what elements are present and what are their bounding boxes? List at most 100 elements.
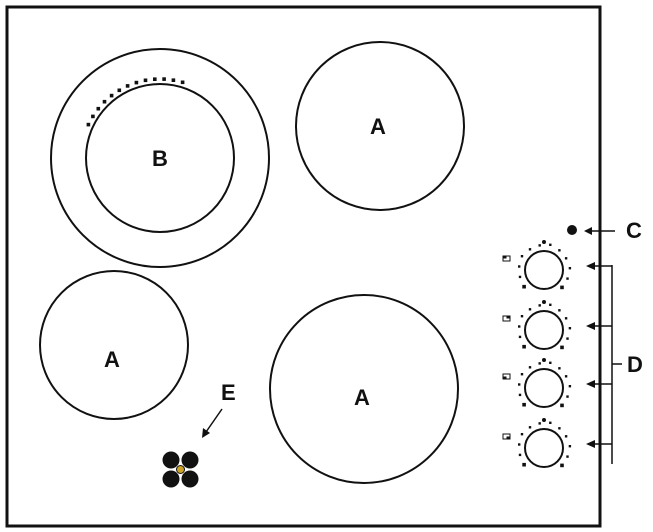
knob-tick — [522, 344, 526, 349]
knob-tick — [520, 255, 524, 258]
bracket-arrowhead — [586, 262, 595, 270]
knob-top-marker — [542, 300, 546, 304]
zone-a-left: A — [39, 270, 189, 420]
control-knob[interactable] — [502, 358, 572, 408]
knob-tick — [518, 265, 521, 268]
zone-b-outer-ring — [50, 48, 270, 268]
knob-tick — [520, 373, 524, 376]
knob-tick — [549, 421, 552, 424]
zone-position-icon — [502, 315, 511, 322]
zone-position-icon — [502, 373, 511, 380]
symbol-dot-tl — [162, 451, 180, 469]
knob-tick — [538, 244, 541, 247]
knob-tick — [528, 366, 532, 369]
knob-tick — [549, 243, 552, 246]
zone-b-dot — [96, 106, 101, 111]
zone-a-top-circle — [295, 41, 465, 211]
knob-tick — [564, 375, 568, 378]
knob-tick — [549, 303, 552, 306]
zone-position-marker — [503, 256, 507, 259]
knob-tick — [560, 463, 564, 468]
knob-tick — [518, 383, 521, 386]
zone-b-dot — [102, 99, 107, 104]
zone-a-left-circle — [39, 270, 189, 420]
knob-body[interactable] — [524, 250, 564, 290]
knob-tick — [522, 402, 526, 407]
knob-tick — [560, 285, 564, 290]
knob-tick — [518, 453, 522, 457]
symbol-e-arrowhead — [202, 428, 210, 438]
knob-tick — [560, 345, 564, 350]
knob-tick — [518, 443, 521, 446]
indicator-light — [567, 225, 577, 235]
knob-tick — [566, 277, 569, 280]
symbol-e-label: E — [221, 380, 236, 405]
controls-d-label: D — [627, 352, 643, 377]
zone-a-bottom: A — [269, 294, 459, 484]
knob-tick — [518, 325, 521, 328]
zone-b-dot — [180, 80, 185, 85]
knob-tick — [564, 435, 568, 438]
zone-position-icon — [502, 433, 511, 440]
knob-tick — [518, 393, 522, 397]
indicator-c-arrowhead — [584, 227, 592, 235]
zone-b-dot — [117, 88, 122, 93]
knob-tick — [568, 445, 572, 448]
zone-b-inner-ring — [85, 83, 235, 233]
knob-tick — [528, 248, 532, 251]
knob-tick — [558, 367, 561, 370]
zone-b-indicator-dots — [86, 77, 185, 127]
control-knob[interactable] — [502, 300, 572, 350]
zone-a-bottom-label: A — [354, 385, 370, 410]
zone-b-dot — [153, 77, 157, 81]
knob-tick — [538, 422, 541, 425]
symbol-e: E — [162, 380, 236, 488]
bracket-arrowhead — [586, 440, 595, 448]
zone-b-dot — [86, 122, 91, 127]
control-knobs — [502, 240, 572, 468]
bracket-arrowhead — [586, 322, 595, 330]
bracket-arrows — [586, 262, 612, 448]
zone-position-marker — [506, 436, 510, 439]
knob-tick — [558, 427, 561, 430]
zone-b-dot — [171, 78, 176, 82]
knob-tick — [568, 267, 572, 270]
knob-tick — [564, 257, 568, 260]
symbol-e-arrow-line — [205, 408, 223, 433]
cooktop-zones-symbol — [162, 451, 199, 488]
symbol-dot-bl — [162, 470, 180, 488]
knob-tick — [568, 327, 572, 330]
knob-tick — [520, 433, 524, 436]
knob-tick — [566, 455, 569, 458]
knob-tick — [549, 361, 552, 364]
symbol-dot-tr — [181, 451, 199, 469]
knob-tick — [568, 385, 572, 388]
knob-tick — [522, 462, 526, 467]
zone-b-dot — [109, 93, 114, 98]
zone-position-marker — [503, 376, 507, 379]
indicator-c-label: C — [626, 218, 642, 243]
knob-top-marker — [542, 240, 546, 244]
cooktop-outline — [5, 5, 602, 528]
symbol-dot-br — [181, 470, 199, 488]
knob-tick — [566, 395, 569, 398]
knob-tick — [566, 337, 569, 340]
knob-tick — [564, 317, 568, 320]
zone-b-dot — [125, 84, 130, 88]
zone-position-icon — [502, 255, 511, 262]
zone-b-dot — [91, 114, 95, 119]
control-knob[interactable] — [502, 418, 572, 468]
zone-a-top-label: A — [370, 114, 386, 139]
zone-b-dot — [143, 78, 148, 83]
zone-a-top: A — [295, 41, 465, 211]
zone-b-label: B — [152, 146, 168, 171]
control-knob[interactable] — [502, 240, 572, 290]
knob-body[interactable] — [524, 368, 564, 408]
knob-tick — [558, 249, 561, 252]
knob-body[interactable] — [524, 310, 564, 350]
knob-tick — [560, 403, 564, 408]
controls-d-bracket: D — [586, 262, 643, 464]
knob-body[interactable] — [524, 428, 564, 468]
knob-top-marker — [542, 358, 546, 362]
